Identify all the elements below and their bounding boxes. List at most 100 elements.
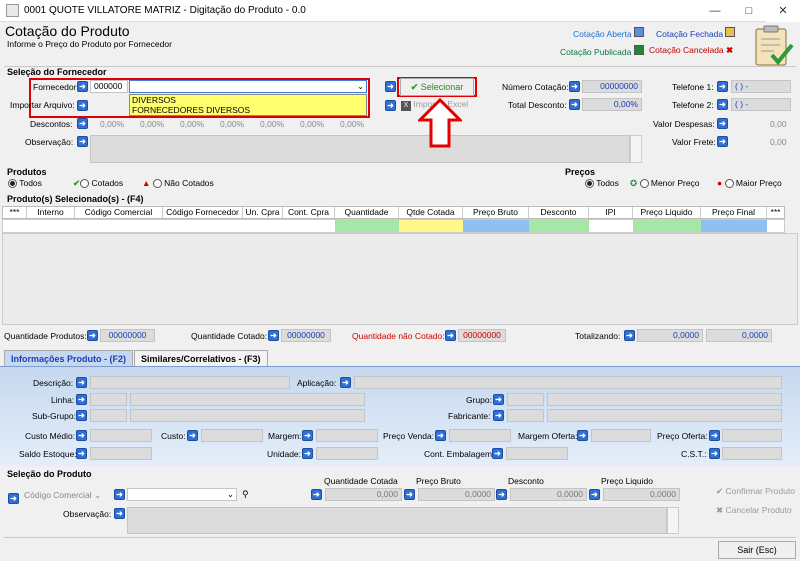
fabricante-arrow-icon[interactable]: ➜ xyxy=(493,410,504,421)
cell-qtde-cotada[interactable] xyxy=(399,220,463,232)
table-row[interactable] xyxy=(2,219,785,233)
column-header[interactable]: Interno xyxy=(27,207,75,218)
fornecedor-combo[interactable]: ⌄ xyxy=(129,80,367,93)
despesas-arrow-icon[interactable]: ➜ xyxy=(717,118,728,129)
totalizando-arrow-icon[interactable]: ➜ xyxy=(624,330,635,341)
radio-icon[interactable] xyxy=(585,179,594,189)
observacao-arrow-icon[interactable]: ➜ xyxy=(77,136,88,147)
preco-bruto-arrow-icon[interactable]: ➜ xyxy=(404,489,415,500)
qtd-cotado-arrow-icon[interactable]: ➜ xyxy=(268,330,279,341)
observacao-scrollbar[interactable] xyxy=(630,135,642,163)
search-icon[interactable]: ⚲ xyxy=(242,489,249,499)
selecao-observacao-field[interactable] xyxy=(127,507,667,534)
aplicacao-arrow-icon[interactable]: ➜ xyxy=(340,377,351,388)
radio-icon[interactable] xyxy=(8,179,17,189)
desconto-value[interactable]: 0,00% xyxy=(220,119,245,129)
telefone2-value[interactable]: ( ) - xyxy=(731,98,791,111)
fornecedor-code-input[interactable]: 000000 xyxy=(90,80,128,93)
despesas-value[interactable]: 0,00 xyxy=(770,119,787,129)
grupo-arrow-icon[interactable]: ➜ xyxy=(493,394,504,405)
subgrupo-arrow-icon[interactable]: ➜ xyxy=(76,410,87,421)
column-header[interactable]: Desconto xyxy=(529,207,589,218)
descricao-arrow-icon[interactable]: ➜ xyxy=(76,377,87,388)
dropdown-option[interactable]: FORNECEDORES DIVERSOS xyxy=(132,105,251,115)
descontos-arrow-icon[interactable]: ➜ xyxy=(77,118,88,129)
margem-oferta-arrow-icon[interactable]: ➜ xyxy=(577,430,588,441)
produto-combo[interactable]: ⌄ xyxy=(127,488,237,501)
column-header[interactable]: Preço Bruto xyxy=(463,207,529,218)
importar-arrow-icon[interactable]: ➜ xyxy=(77,100,88,111)
column-header[interactable]: Código Fornecedor xyxy=(163,207,243,218)
fornecedor-arrow-icon[interactable]: ➜ xyxy=(77,81,88,92)
selecionar-button[interactable]: ✔ Selecionar xyxy=(400,78,474,96)
total-desconto-arrow-icon[interactable]: ➜ xyxy=(569,99,580,110)
preco-liquido-field[interactable]: 0,0000 xyxy=(603,488,680,501)
cell-desconto[interactable] xyxy=(529,220,589,232)
column-header[interactable]: Código Comercial xyxy=(75,207,163,218)
maximize-button[interactable]: □ xyxy=(745,5,753,17)
filtro-todos[interactable]: Todos xyxy=(8,178,42,189)
desconto-arrow-icon[interactable]: ➜ xyxy=(496,489,507,500)
desconto-value[interactable]: 0,00% xyxy=(340,119,365,129)
tab-informacoes[interactable]: Informações Produto - (F2) xyxy=(4,350,134,366)
minimize-button[interactable]: — xyxy=(709,5,721,17)
frete-arrow-icon[interactable]: ➜ xyxy=(717,136,728,147)
preco-bruto-field[interactable]: 0,0000 xyxy=(418,488,495,501)
desconto-value[interactable]: 0,00% xyxy=(300,119,325,129)
custo-medio-arrow-icon[interactable]: ➜ xyxy=(76,430,87,441)
chevron-down-icon[interactable]: ⌄ xyxy=(93,490,102,500)
desconto-value[interactable]: 0,00% xyxy=(100,119,125,129)
cell-preco-liquido[interactable] xyxy=(633,220,701,232)
column-header[interactable]: Cont. Cpra xyxy=(283,207,335,218)
cell-preco-final[interactable] xyxy=(701,220,767,232)
radio-icon[interactable] xyxy=(724,179,734,189)
codigo-comercial-select[interactable]: Código Comercial ⌄ xyxy=(24,490,102,500)
frete-value[interactable]: 0,00 xyxy=(770,137,787,147)
column-header[interactable]: Preço Liquido xyxy=(633,207,701,218)
confirmar-produto-button[interactable]: ✔ Confirmar Produto xyxy=(716,486,795,496)
preco-oferta-arrow-icon[interactable]: ➜ xyxy=(709,430,720,441)
column-header[interactable]: *** xyxy=(770,207,781,217)
codigo-arrow-icon[interactable]: ➜ xyxy=(114,489,125,500)
desconto-value[interactable]: 0,00% xyxy=(260,119,285,129)
chevron-down-icon[interactable]: ⌄ xyxy=(226,489,234,499)
close-button[interactable]: ✕ xyxy=(766,0,800,22)
cont-embalagem-arrow-icon[interactable]: ➜ xyxy=(492,448,503,459)
selecao-arrow-icon[interactable]: ➜ xyxy=(8,493,19,504)
cancelar-produto-button[interactable]: ✖ Cancelar Produto xyxy=(716,505,792,515)
preco-venda-arrow-icon[interactable]: ➜ xyxy=(435,430,446,441)
precos-menor[interactable]: ✪ Menor Preço xyxy=(630,178,700,189)
cst-arrow-icon[interactable]: ➜ xyxy=(709,448,720,459)
column-header[interactable]: Un. Cpra xyxy=(243,207,283,218)
custo-arrow-icon[interactable]: ➜ xyxy=(187,430,198,441)
column-header[interactable]: Preço Final xyxy=(701,207,767,218)
selecao-observacao-scrollbar[interactable] xyxy=(667,507,679,534)
qtd-cotada-arrow-icon[interactable]: ➜ xyxy=(311,489,322,500)
numero-arrow-icon[interactable]: ➜ xyxy=(569,81,580,92)
cell-preco-bruto[interactable] xyxy=(463,220,529,232)
cell-quantidade[interactable] xyxy=(335,220,399,232)
sair-button[interactable]: Sair (Esc) xyxy=(718,541,796,559)
column-header[interactable]: Quantidade xyxy=(335,207,399,218)
qtd-produtos-arrow-icon[interactable]: ➜ xyxy=(87,330,98,341)
radio-icon[interactable] xyxy=(80,179,90,189)
desconto-value[interactable]: 0,00% xyxy=(140,119,165,129)
margem-arrow-icon[interactable]: ➜ xyxy=(302,430,313,441)
radio-icon[interactable] xyxy=(152,179,162,189)
desconto-field[interactable]: 0,0000 xyxy=(510,488,587,501)
qtd-cotada-field[interactable]: 0,000 xyxy=(325,488,402,501)
column-header[interactable]: *** xyxy=(3,207,27,218)
dropdown-option[interactable]: DIVERSOS xyxy=(132,95,176,105)
selecao-observacao-arrow-icon[interactable]: ➜ xyxy=(114,508,125,519)
telefone2-arrow-icon[interactable]: ➜ xyxy=(717,99,728,110)
precos-todos[interactable]: Todos xyxy=(585,178,619,189)
grid-body[interactable] xyxy=(2,233,798,325)
radio-icon[interactable] xyxy=(639,179,649,189)
unidade-arrow-icon[interactable]: ➜ xyxy=(302,448,313,459)
filtro-nao-cotados[interactable]: ▲ Não Cotados xyxy=(142,178,214,189)
desconto-value[interactable]: 0,00% xyxy=(180,119,205,129)
importar-excel-arrow-icon[interactable]: ➜ xyxy=(385,100,396,111)
column-header[interactable]: Qtde Cotada xyxy=(399,207,463,218)
chevron-down-icon[interactable]: ⌄ xyxy=(357,82,364,91)
linha-arrow-icon[interactable]: ➜ xyxy=(76,394,87,405)
